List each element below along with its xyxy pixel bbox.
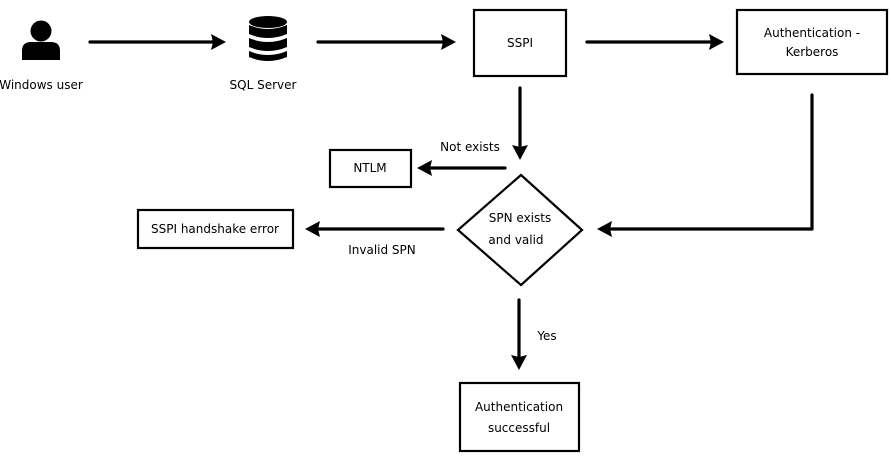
arrow-user-to-sql	[88, 34, 226, 50]
database-icon	[249, 16, 287, 61]
arrow-sspi-to-spn	[512, 86, 528, 160]
success-node: Authentication successful	[458, 381, 581, 453]
handshake-error-label: SSPI handshake error	[151, 222, 279, 236]
sspi-box	[472, 8, 568, 78]
sql-server-label: SQL Server	[230, 78, 297, 92]
arrow-spn-to-ntlm	[417, 160, 507, 176]
windows-user-node: Windows user	[0, 20, 83, 92]
handshake-error-box	[136, 208, 295, 250]
arrow-spn-to-success	[511, 298, 527, 370]
ntlm-label: NTLM	[353, 161, 386, 175]
edge-label-invalid-spn: Invalid SPN	[348, 243, 416, 257]
edge-label-not-exists: Not exists	[440, 140, 500, 154]
kerberos-node: Authentication - Kerberos	[735, 8, 889, 76]
ntlm-node: NTLM	[328, 148, 413, 189]
sspi-label: SSPI	[507, 36, 533, 50]
spn-decision-label-line2: and valid	[488, 233, 543, 247]
user-icon	[22, 20, 60, 60]
windows-user-label: Windows user	[0, 78, 83, 92]
success-label-line2: successful	[488, 421, 550, 435]
sspi-node: SSPI	[472, 8, 568, 78]
edge-label-yes: Yes	[536, 329, 556, 343]
kerberos-label-line1: Authentication -	[764, 26, 860, 40]
spn-decision-node: SPN exists and valid	[456, 173, 584, 287]
arrow-sql-to-sspi	[316, 34, 456, 50]
success-label-line1: Authentication	[475, 400, 563, 414]
ntlm-box	[328, 148, 413, 189]
kerberos-label-line2: Kerberos	[786, 45, 839, 59]
handshake-error-node: SSPI handshake error	[136, 208, 295, 250]
arrow-kerberos-to-spn	[597, 93, 814, 237]
arrow-spn-to-error	[305, 221, 445, 237]
spn-decision-diamond	[456, 173, 584, 287]
spn-decision-label-line1: SPN exists	[489, 211, 551, 225]
kerberos-box	[735, 8, 889, 76]
sql-server-node: SQL Server	[230, 16, 297, 92]
arrow-sspi-to-kerberos	[585, 34, 724, 50]
success-box	[458, 381, 581, 453]
